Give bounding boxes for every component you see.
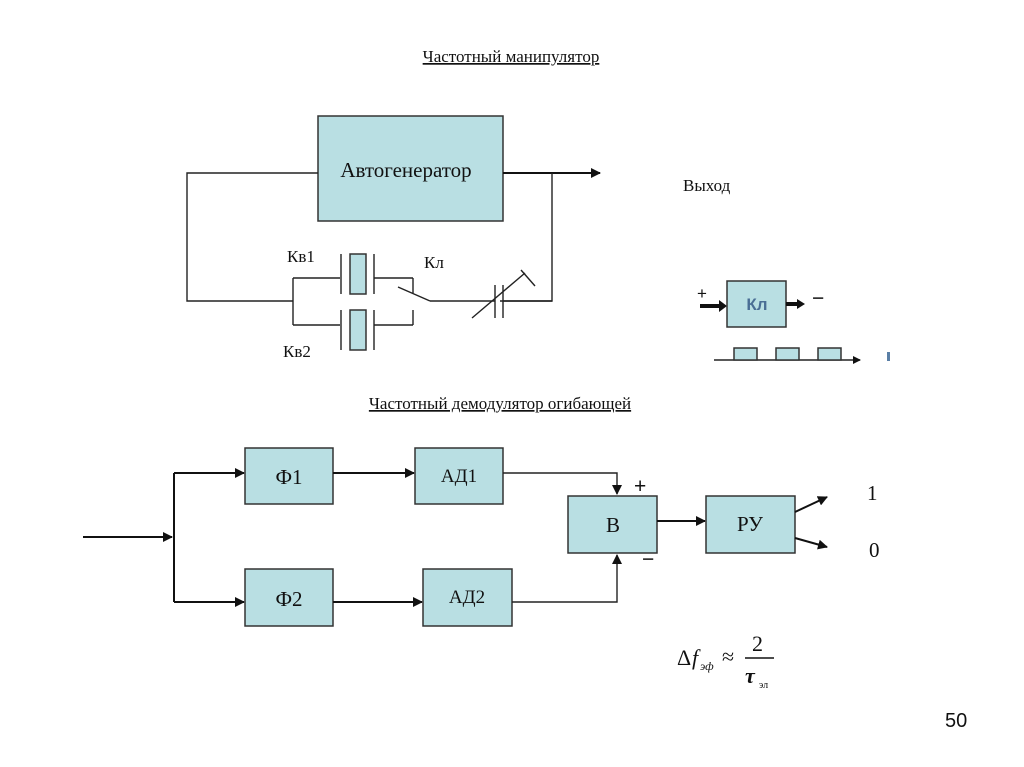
formula-tau-subscript: эл bbox=[759, 680, 768, 691]
formula-numerator: 2 bbox=[752, 631, 763, 656]
feedback-wire-left bbox=[186, 172, 318, 302]
subtractor-block: В bbox=[567, 495, 658, 554]
variable-capacitor bbox=[471, 269, 552, 319]
formula-tau: τ bbox=[745, 663, 756, 688]
pulse-axis-marker bbox=[887, 352, 890, 361]
pulse-3 bbox=[817, 347, 842, 361]
output-label: Выход bbox=[683, 176, 731, 195]
switch-plus-sign: + bbox=[697, 284, 707, 303]
demodulator-title: Частотный демодулятор огибающей bbox=[369, 394, 631, 413]
crystal1-label: Кв1 bbox=[287, 247, 315, 266]
output-one-arrow bbox=[794, 496, 828, 513]
switch-minus-sign: − bbox=[812, 287, 824, 310]
bandwidth-formula: Δ f эф ≈ 2 τ эл bbox=[677, 631, 774, 691]
formula-f: f bbox=[692, 645, 701, 670]
filter2-block: Ф2 bbox=[244, 568, 334, 627]
detector1-label: АД1 bbox=[441, 466, 477, 487]
output-zero-label: 0 bbox=[869, 538, 880, 562]
page-number: 50 bbox=[945, 710, 967, 732]
formula-delta: Δ bbox=[677, 645, 691, 670]
switch-symbol-diagram: Кл + − bbox=[697, 280, 824, 328]
crystal2 bbox=[340, 309, 375, 351]
subtractor-label: В bbox=[606, 513, 620, 537]
switch-blade bbox=[397, 286, 431, 302]
ad1-to-subtractor-arrow bbox=[503, 472, 622, 495]
filter2-label: Ф2 bbox=[275, 587, 302, 611]
filter1-block: Ф1 bbox=[244, 447, 334, 505]
formula-approx: ≈ bbox=[722, 644, 734, 669]
detector2-block: АД2 bbox=[422, 568, 513, 627]
crystal1 bbox=[340, 253, 375, 295]
pulse-2 bbox=[775, 347, 800, 361]
switch-symbol-label: Кл bbox=[746, 295, 767, 314]
decision-device-label: РУ bbox=[737, 512, 763, 536]
detector2-label: АД2 bbox=[449, 587, 485, 608]
crystal2-label: Кв2 bbox=[283, 342, 311, 361]
ad2-to-subtractor-arrow bbox=[512, 554, 622, 603]
output-one-label: 1 bbox=[867, 481, 878, 505]
detector1-block: АД1 bbox=[414, 447, 504, 505]
subtractor-plus-sign: + bbox=[634, 475, 646, 498]
modulator-title: Частотный манипулятор bbox=[423, 47, 600, 66]
feedback-wire-right bbox=[500, 173, 553, 302]
pulse-1 bbox=[733, 347, 758, 361]
output-zero-arrow bbox=[794, 537, 828, 550]
generator-block: Автогенератор bbox=[317, 115, 504, 222]
generator-label: Автогенератор bbox=[340, 158, 471, 182]
decision-device-block: РУ bbox=[705, 495, 796, 554]
filter1-label: Ф1 bbox=[275, 465, 302, 489]
switch-label: Кл bbox=[424, 253, 444, 272]
pulse-train bbox=[714, 347, 890, 364]
subtractor-minus-sign: − bbox=[642, 548, 654, 571]
formula-f-subscript: эф bbox=[700, 659, 714, 673]
